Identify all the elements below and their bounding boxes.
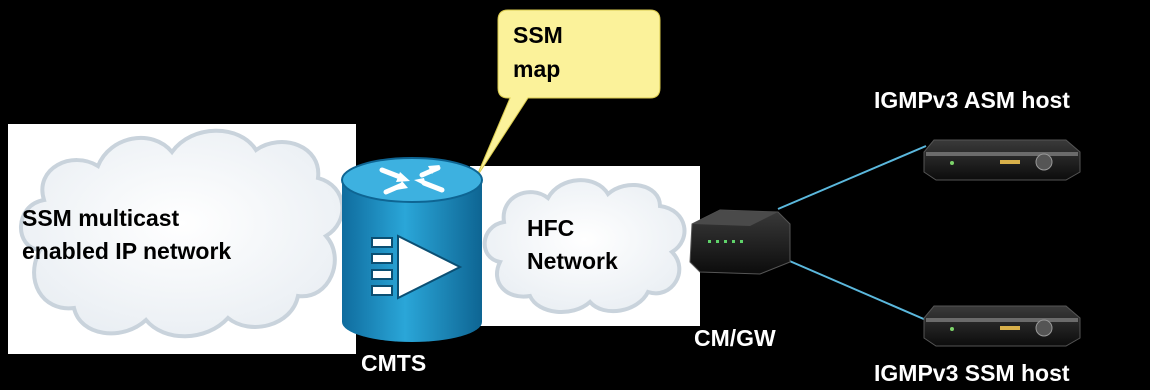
asm-host-set-top-box-icon (923, 139, 1081, 181)
cmts-router-icon (341, 157, 483, 342)
cmts-label: CMTS (361, 350, 427, 376)
ssm-host-set-top-box-icon (923, 305, 1081, 347)
cable-modem-icon (689, 209, 791, 275)
hfc-network-line-2: Network (527, 248, 618, 274)
ssm-map-label: SSM map (513, 18, 633, 86)
ip-network-label: SSM multicast enabled IP network (22, 202, 231, 268)
hfc-network-cloud (470, 166, 700, 326)
callout-line-1: SSM (513, 22, 563, 48)
cm-gw-label: CM/GW (694, 325, 776, 351)
asm-host-label: IGMPv3 ASM host (874, 87, 1070, 113)
ip-network-line-2: enabled IP network (22, 238, 232, 264)
ssm-host-label: IGMPv3 SSM host (874, 360, 1070, 386)
hfc-network-label: HFC Network (527, 212, 618, 278)
ip-network-line-1: SSM multicast (22, 205, 180, 231)
connection-lines (777, 145, 927, 321)
hfc-network-line-1: HFC (527, 215, 575, 241)
ssm-map-callout (475, 9, 661, 179)
callout-line-2: map (513, 56, 561, 82)
